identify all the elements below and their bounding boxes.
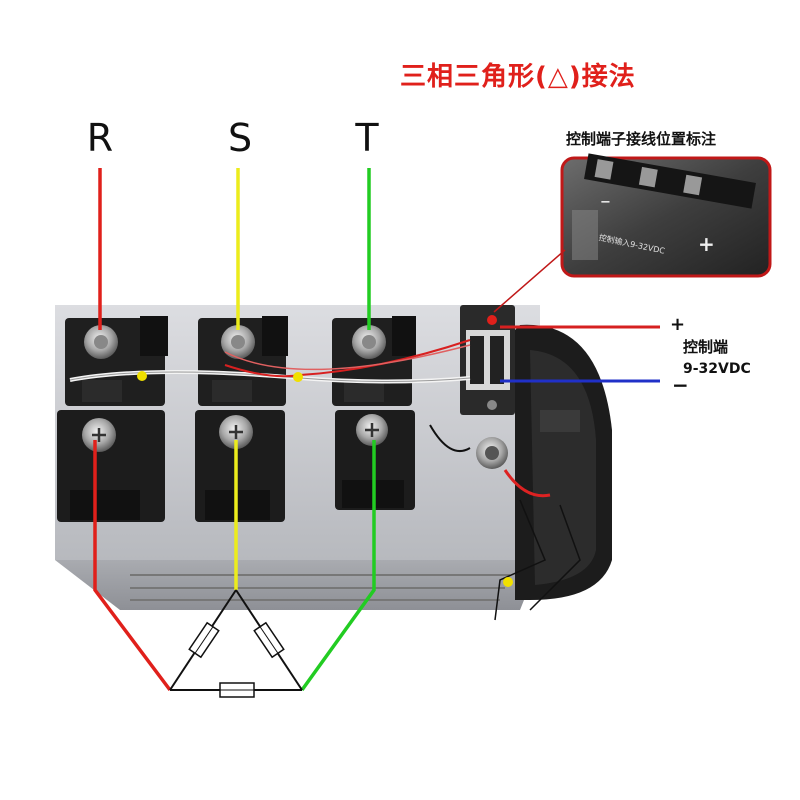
callout-inset <box>560 153 772 278</box>
phase-label-t: T <box>355 116 379 160</box>
fuse-icon <box>188 621 285 698</box>
t-wire-bottom <box>300 440 376 692</box>
relay-module-r-top <box>65 316 168 406</box>
inset-plus-sign: + <box>698 232 715 256</box>
relay-module-s-top <box>198 316 288 406</box>
phase-label-r: R <box>86 116 114 160</box>
thermostat-icon <box>429 424 581 621</box>
control-terminal-label: 控制端 <box>683 338 729 356</box>
control-minus-sign: − <box>672 373 689 397</box>
control-internal-wires <box>69 339 513 587</box>
diagram-title: 三相三角形(△)接法 <box>400 62 636 92</box>
control-terminal-block-icon <box>460 305 515 415</box>
control-plus-sign: + <box>670 314 686 335</box>
relay-module-t-top <box>332 316 416 406</box>
terminal-screw-icon <box>82 325 388 452</box>
heatsink <box>55 305 540 610</box>
callout-label: 控制端子接线位置标注 <box>566 130 717 148</box>
inset-minus-sign: − <box>600 195 611 210</box>
callout-pointer <box>493 249 566 313</box>
r-wire-bottom <box>93 440 172 692</box>
fan-icon <box>515 324 612 600</box>
control-voltage-range: 9-32VDC <box>683 361 751 377</box>
phase-label-s: S <box>227 116 253 160</box>
